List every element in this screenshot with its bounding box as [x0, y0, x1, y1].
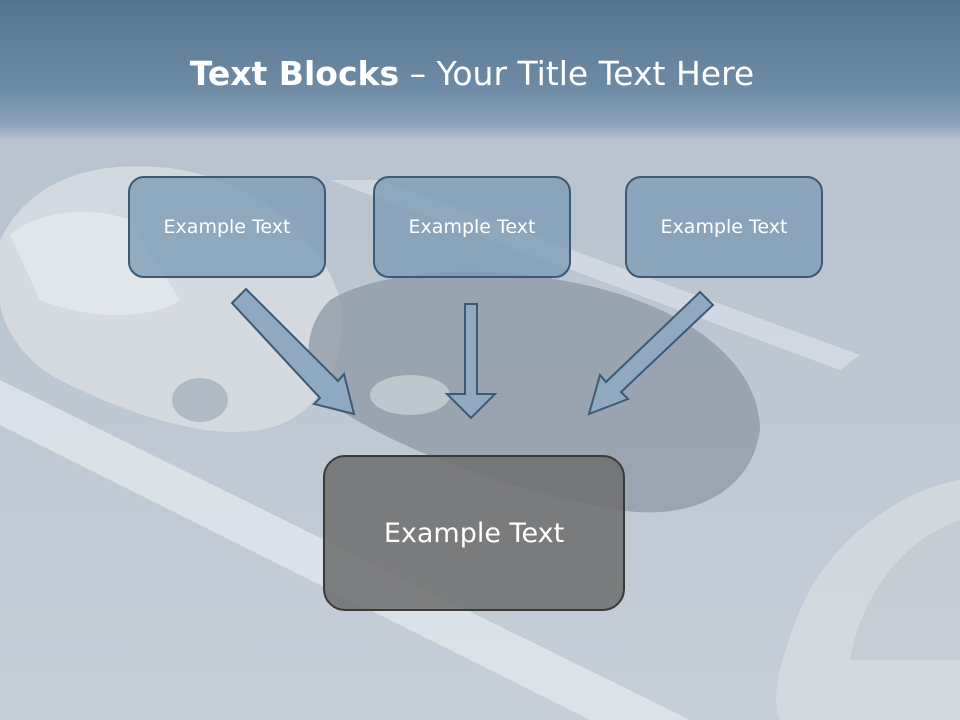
text-block-2: Example Text	[373, 176, 571, 278]
title-bold: Text Blocks	[189, 54, 400, 93]
slide-title: Text Blocks – Your Title Text Here	[0, 54, 944, 93]
text-block-3: Example Text	[625, 176, 823, 278]
text-block-2-label: Example Text	[408, 216, 536, 238]
target-text-block: Example Text	[323, 455, 625, 611]
title-rest: Your Title Text Here	[436, 54, 755, 93]
text-block-1-label: Example Text	[163, 216, 291, 238]
text-block-3-label: Example Text	[660, 216, 788, 238]
header-band	[0, 0, 960, 140]
target-text-block-label: Example Text	[383, 517, 565, 549]
text-block-1: Example Text	[128, 176, 326, 278]
title-dash: –	[399, 54, 437, 93]
